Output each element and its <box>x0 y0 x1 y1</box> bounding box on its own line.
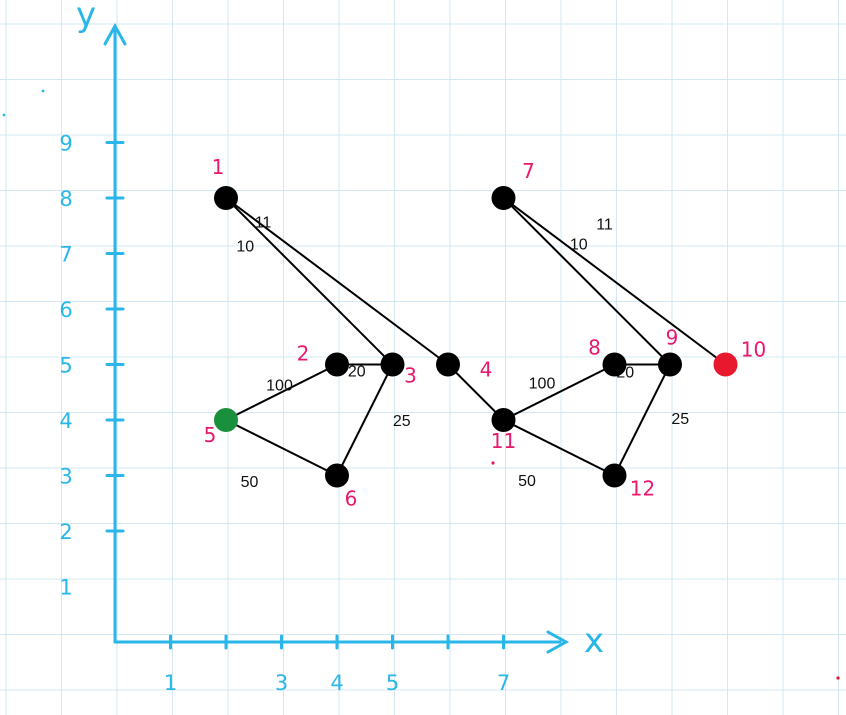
node-3 <box>380 352 405 377</box>
edge-weight-5-6: 50 <box>241 474 259 491</box>
node-label-1: 1 <box>212 155 225 179</box>
y-tick-label: 6 <box>59 298 72 322</box>
node-10 <box>713 352 738 377</box>
stray-dot <box>2 113 6 117</box>
y-axis-ticks <box>105 141 125 533</box>
node-1 <box>214 186 238 210</box>
graph-edges <box>225 197 727 477</box>
y-tick-label: 8 <box>59 187 72 211</box>
y-tick-label: 5 <box>59 354 72 378</box>
y-axis-arrowhead <box>103 22 127 46</box>
node-label-8: 8 <box>588 336 601 360</box>
y-tick-label: 4 <box>59 409 72 433</box>
edge-weight-7-9: 10 <box>570 236 588 253</box>
x-tick-label: 7 <box>497 671 510 695</box>
edge-1-3 <box>225 197 394 366</box>
x-axis-tick-labels: 1 3 4 5 7 <box>164 671 510 695</box>
stray-dot <box>41 89 45 93</box>
node-2 <box>325 352 349 377</box>
edge-weight-11-12: 50 <box>518 473 536 490</box>
x-tick-label: 4 <box>330 671 343 695</box>
edge-7-10 <box>502 197 727 366</box>
node-9 <box>658 352 682 377</box>
edge-9-12 <box>613 364 671 476</box>
node-label-5: 5 <box>204 423 217 447</box>
edge-weight-3-6: 25 <box>393 413 411 430</box>
stray-marks <box>2 89 840 680</box>
axes: x y 1 3 4 5 7 1 2 3 4 5 6 7 8 9 <box>59 0 604 695</box>
node-11 <box>491 408 516 432</box>
y-axis-tick-labels: 1 2 3 4 5 6 7 8 9 <box>59 132 72 600</box>
node-8 <box>602 352 627 377</box>
stray-dot <box>836 676 840 680</box>
edge-weight-1-3: 10 <box>236 238 254 255</box>
node-12 <box>602 463 627 488</box>
node-label-4: 4 <box>480 358 493 382</box>
node-6 <box>325 463 349 488</box>
x-tick-label: 3 <box>275 671 288 695</box>
edge-3-6 <box>336 364 394 476</box>
edge-11-12 <box>503 419 615 477</box>
y-tick-label: 3 <box>59 465 72 489</box>
edge-weight-9-12: 25 <box>671 411 689 428</box>
node-label-2: 2 <box>297 342 310 366</box>
node-5 <box>214 408 238 432</box>
node-7 <box>491 186 516 210</box>
node-4 <box>436 352 460 377</box>
edge-weight-5-2: 100 <box>266 377 293 394</box>
node-label-3: 3 <box>404 364 417 388</box>
x-tick-label: 5 <box>386 671 399 695</box>
edge-5-6 <box>225 419 338 477</box>
node-label-7: 7 <box>522 159 535 183</box>
edge-4-11 <box>447 363 505 421</box>
stray-dot <box>491 461 495 465</box>
y-tick-label: 9 <box>59 132 72 156</box>
y-axis-name: y <box>76 0 96 35</box>
edge-weight-11-8: 100 <box>529 375 556 392</box>
edge-5-2 <box>225 363 338 421</box>
edge-11-8 <box>503 363 615 421</box>
y-tick-label: 7 <box>59 243 72 267</box>
x-axis-name: x <box>584 621 604 661</box>
edge-7-9 <box>502 197 671 366</box>
edge-1-4 <box>225 197 449 366</box>
graph-nodes <box>214 186 738 488</box>
node-label-9: 9 <box>666 326 679 350</box>
node-label-6: 6 <box>345 487 358 511</box>
edge-weight-1-4: 11 <box>255 214 272 231</box>
x-tick-label: 1 <box>164 671 177 695</box>
edge-weight-2-3: 20 <box>348 364 366 381</box>
y-tick-label: 1 <box>59 576 72 600</box>
x-axis-arrowhead <box>546 630 570 654</box>
edge-weight-7-10: 11 <box>596 216 613 233</box>
node-label-11: 11 <box>491 429 516 453</box>
node-label-10: 10 <box>741 338 766 362</box>
node-label-12: 12 <box>630 477 655 501</box>
x-axis-ticks <box>169 634 505 650</box>
y-tick-label: 2 <box>59 520 72 544</box>
